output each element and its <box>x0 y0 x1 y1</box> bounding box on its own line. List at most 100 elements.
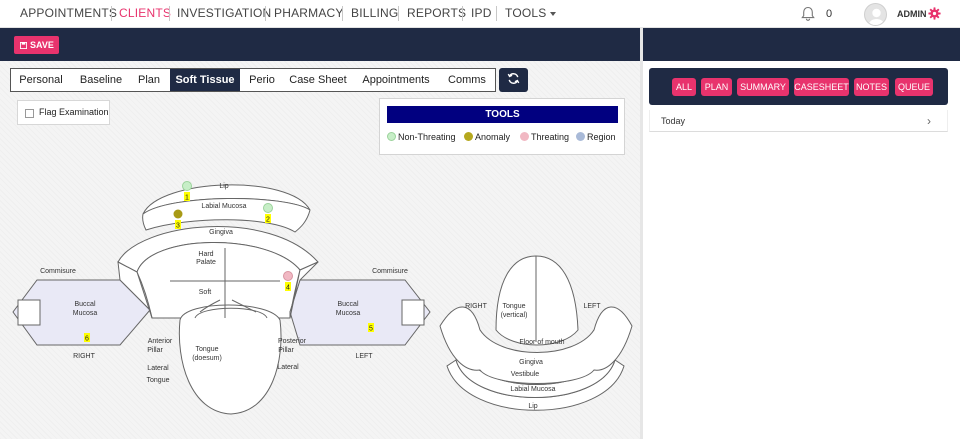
tab-personal[interactable]: Personal <box>19 74 63 86</box>
soft-tissue-diagram[interactable]: Lip Labial Mucosa Gingiva Hard Palate So… <box>0 160 640 439</box>
label-right: RIGHT <box>73 353 96 360</box>
svg-text:3: 3 <box>176 223 180 230</box>
commissure-notch-left[interactable] <box>401 299 425 326</box>
nav-tools[interactable]: TOOLS <box>505 6 557 20</box>
finding-marker-4[interactable]: 4 <box>283 271 293 292</box>
nav-divider <box>398 6 399 21</box>
label-labial-mucosa: Labial Mucosa <box>201 203 246 210</box>
legend-dot <box>520 132 529 141</box>
nav-tools-label: TOOLS <box>505 6 547 20</box>
label-tongue-dorsum: Tongue <box>196 346 219 353</box>
top-navigation: APPOINTMENTS CLIENTS INVESTIGATION PHARM… <box>0 0 960 28</box>
nav-investigation[interactable]: INVESTIGATION <box>177 6 272 20</box>
nav-pharmacy[interactable]: PHARMACY <box>274 6 344 20</box>
region-tongue-dorsum[interactable] <box>178 304 282 415</box>
refresh-button[interactable] <box>499 68 528 92</box>
flag-examination: Flag Examination <box>17 100 110 125</box>
finding-marker-2[interactable]: 2 <box>263 203 273 224</box>
label-soft-palate: Soft <box>199 289 212 296</box>
legend-region[interactable]: Region <box>576 132 616 142</box>
legend-dot <box>387 132 396 141</box>
commissure-notch-right[interactable] <box>17 299 41 326</box>
label-tongue-dorsum-2: (doesum) <box>192 355 222 362</box>
bell-icon[interactable] <box>800 6 816 27</box>
label-lateral: Lateral <box>277 364 299 371</box>
filter-notes-button[interactable]: NOTES <box>854 78 889 96</box>
svg-text:4: 4 <box>286 285 290 292</box>
legend-label: Non-Threating <box>398 132 456 142</box>
flag-examination-label[interactable]: Flag Examination <box>39 107 109 117</box>
nav-divider <box>111 6 112 21</box>
label-commisure-right: Commisure <box>40 268 76 275</box>
filter-plan-button[interactable]: PLAN <box>701 78 732 96</box>
filter-queue-button[interactable]: QUEUE <box>895 78 933 96</box>
tab-baseline[interactable]: Baseline <box>79 74 123 86</box>
label-tongue-vertical: Tongue <box>503 303 526 310</box>
save-button-label: SAVE <box>30 40 54 50</box>
user-menu[interactable]: ADMIN <box>897 9 927 19</box>
nav-billing[interactable]: BILLING <box>351 6 399 20</box>
legend-label: Threating <box>531 132 570 142</box>
label-labial-mucosa-lower: Labial Mucosa <box>510 386 555 393</box>
label-buccal-left: Buccal <box>337 301 358 308</box>
chevron-right-icon: › <box>927 114 931 128</box>
nav-appointments[interactable]: APPOINTMENTS <box>20 6 118 20</box>
finding-marker-5[interactable]: 5 <box>368 323 374 333</box>
right-panel-header <box>643 28 960 61</box>
finding-marker-1[interactable]: 1 <box>182 181 192 202</box>
tab-plan[interactable]: Plan <box>137 74 161 86</box>
label-side-right: RIGHT <box>465 303 488 310</box>
filter-casesheet-button[interactable]: CASESHEET <box>794 78 849 96</box>
gear-icon[interactable] <box>928 7 941 25</box>
save-icon <box>20 41 27 49</box>
filter-summary-button[interactable]: SUMMARY <box>737 78 789 96</box>
legend-label: Anomaly <box>475 132 511 142</box>
legend-dot <box>464 132 473 141</box>
save-button[interactable]: SAVE <box>14 36 59 54</box>
legend-dot <box>576 132 585 141</box>
nav-divider <box>169 6 170 21</box>
tab-case-sheet[interactable]: Case Sheet <box>289 74 347 86</box>
tools-title: TOOLS <box>387 106 618 123</box>
nav-clients[interactable]: CLIENTS <box>119 6 172 20</box>
chevron-down-icon <box>550 11 557 16</box>
label-anterior-pillar-2: Pillar <box>147 347 163 354</box>
label-commisure-left: Commisure <box>372 268 408 275</box>
svg-text:2: 2 <box>266 217 270 224</box>
label-buccal-left-2: Mucosa <box>336 310 361 317</box>
nav-divider <box>496 6 497 21</box>
flag-examination-checkbox[interactable] <box>25 109 34 118</box>
nav-divider <box>462 6 463 21</box>
label-floor-of-mouth: Floor of mouth <box>519 339 564 346</box>
tab-perio[interactable]: Perio <box>249 74 275 86</box>
label-buccal-right-2: Mucosa <box>73 310 98 317</box>
today-label: Today <box>661 116 686 126</box>
legend-non-threating[interactable]: Non-Threating <box>387 132 456 142</box>
svg-text:1: 1 <box>185 195 189 202</box>
svg-text:5: 5 <box>369 326 373 333</box>
panel-splitter[interactable] <box>640 28 643 439</box>
tab-appointments[interactable]: Appointments <box>362 74 430 86</box>
region-tongue-vertical[interactable] <box>495 255 579 346</box>
filter-all-button[interactable]: ALL <box>672 78 696 96</box>
label-hard-palate: Hard <box>198 251 213 258</box>
refresh-icon <box>507 73 520 84</box>
label-buccal-right: Buccal <box>74 301 95 308</box>
tab-comms[interactable]: Comms <box>448 74 486 86</box>
label-anterior-pillar: Anterior <box>148 338 173 345</box>
avatar[interactable] <box>864 3 887 26</box>
label-gingiva-lower: Gingiva <box>519 359 543 366</box>
nav-ipd[interactable]: IPD <box>471 6 492 20</box>
notification-count: 0 <box>826 8 833 20</box>
finding-marker-3[interactable]: 3 <box>173 209 183 230</box>
today-row[interactable]: Today › <box>649 110 948 132</box>
finding-marker-6[interactable]: 6 <box>84 333 90 343</box>
legend-threating[interactable]: Threating <box>520 132 569 142</box>
label-posterior-pillar: Posterior <box>278 338 307 345</box>
tab-soft-tissue[interactable]: Soft Tissue <box>170 69 240 91</box>
legend-anomaly[interactable]: Anomaly <box>464 132 510 142</box>
region-floor-of-mouth[interactable] <box>439 306 633 384</box>
nav-reports[interactable]: REPORTS <box>407 6 467 20</box>
action-bar <box>0 28 640 61</box>
legend-label: Region <box>587 132 616 142</box>
